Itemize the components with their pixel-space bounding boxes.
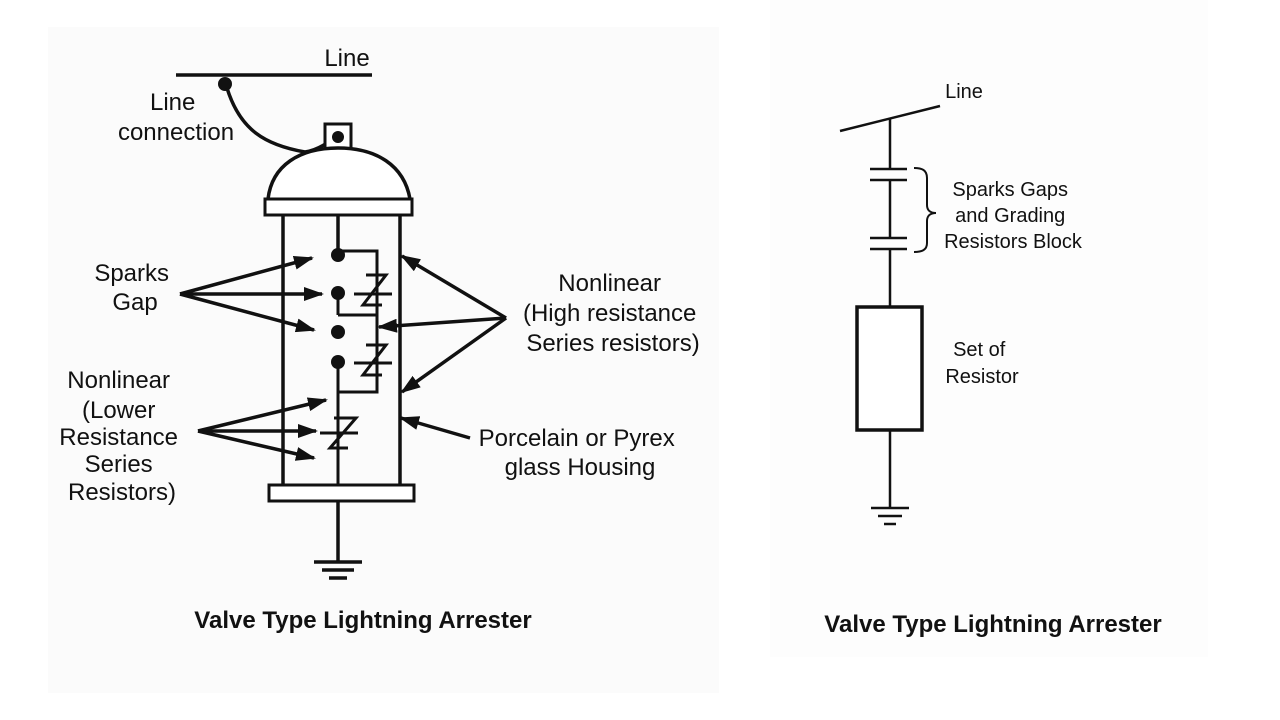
- label-nonlinear-lower: Nonlinear (Lower Resistance Series Resis…: [59, 367, 184, 506]
- arrow: [400, 254, 507, 320]
- spark-gap-electrode: [331, 325, 345, 339]
- right-schematic-drawing: [839, 104, 941, 526]
- ground-icon: [314, 560, 362, 580]
- right-diagram-title: Valve Type Lightning Arrester: [824, 611, 1161, 638]
- arrow: [377, 316, 507, 333]
- arrow: [399, 416, 471, 440]
- line-connection-dot: [218, 77, 232, 91]
- base-plate: [267, 483, 416, 503]
- high-resistance-resistor: [354, 273, 392, 307]
- left-diagram-title: Valve Type Lightning Arrester: [194, 607, 531, 634]
- label-sparks-gap: Sparks Gap: [94, 260, 175, 316]
- right-diagram-panel: [770, 0, 1208, 657]
- resistor-block: [855, 305, 924, 432]
- dome-cap: [266, 146, 412, 200]
- terminal-dot: [332, 131, 344, 143]
- arrow: [400, 316, 508, 394]
- label-nonlinear-high: Nonlinear (High resistance Series resist…: [523, 270, 703, 357]
- arrow: [179, 292, 316, 333]
- label-line-connection: Line connection: [118, 89, 234, 146]
- spark-gap-icon: [870, 236, 907, 251]
- arrow: [197, 397, 328, 433]
- connection-cable: [225, 87, 340, 154]
- left-arrester-drawing: [176, 73, 416, 580]
- ground-icon: [871, 506, 909, 526]
- left-diagram-panel: [48, 27, 719, 693]
- label-housing: Porcelain or Pyrex glass Housing: [479, 425, 682, 481]
- label-line: Line: [945, 81, 983, 103]
- label-line: Line: [324, 45, 369, 72]
- cap-plate: [263, 197, 414, 217]
- arrow: [197, 429, 316, 461]
- left-annotation-arrows: [179, 254, 508, 461]
- arrow: [179, 255, 314, 296]
- low-resistance-resistor: [320, 416, 360, 450]
- spark-gap-icon: [870, 167, 907, 182]
- brace-icon: [913, 167, 937, 253]
- label-spark-gaps-block: Sparks Gaps and Grading Resistors Block: [944, 179, 1083, 253]
- high-resistance-resistor: [354, 343, 392, 377]
- label-set-of-resistor: Set of Resistor: [945, 339, 1019, 388]
